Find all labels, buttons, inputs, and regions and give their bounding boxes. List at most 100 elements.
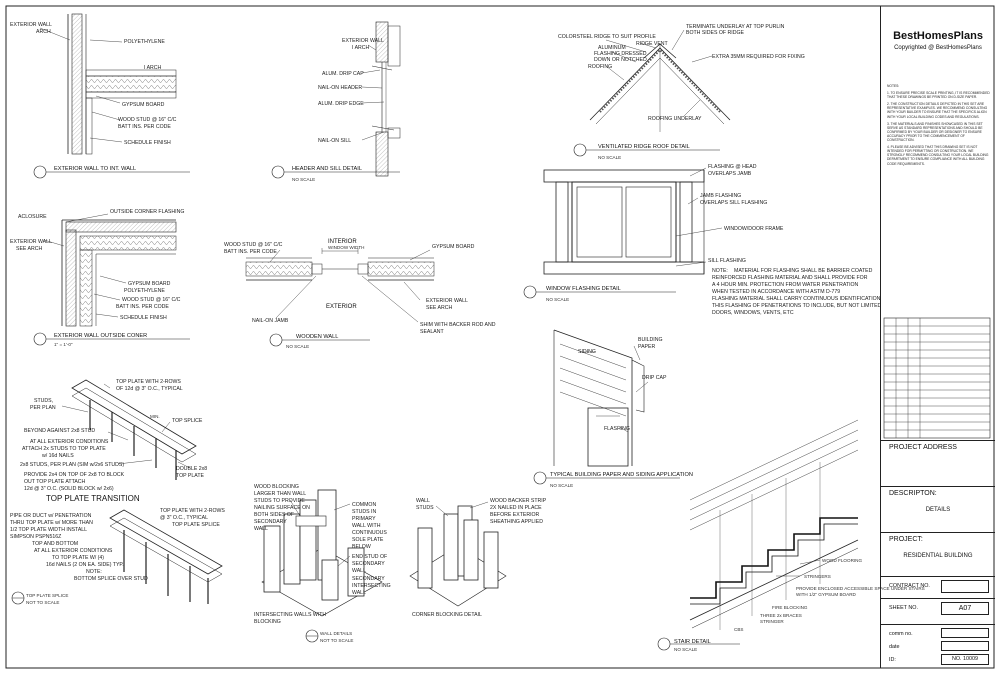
- date-label: date: [889, 644, 900, 650]
- contract-label: CONTRACT NO.: [889, 583, 930, 589]
- siding-label-1: PAPER: [638, 344, 655, 350]
- window-note-5: THIS FLASHING OF PENETRATIONS TO INCLUDE…: [712, 303, 882, 309]
- sheet-section: SHEET NO. A07: [881, 598, 995, 623]
- sheet-number: A07: [941, 602, 989, 615]
- header-label-3: NAIL-ON HEADER: [318, 85, 362, 91]
- corner-label-5: POLYETHYLENE: [124, 288, 165, 294]
- general-notes: NOTES: 1. TO ENSURE PRECISE SCALE PRINTI…: [887, 84, 991, 169]
- window-note-6: DOORS, WINDOWS, VENTS, ETC: [712, 310, 794, 316]
- title-block: BestHomesPlans Copyrighted @ BestHomesPl…: [880, 6, 995, 668]
- inter-label-5: SECONDARY: [254, 519, 287, 525]
- note-3: 3. THE MATERIALS AND FINISHES SHOWCASED …: [887, 121, 983, 143]
- inter-label-10: WALL WITH: [352, 523, 381, 529]
- header-label-4: ALUM. DRIP EDGE: [318, 101, 364, 107]
- detail-wooden-wall: INTERIOR WINDOW WIDTH GYPSUM BOARD WOOD …: [224, 239, 496, 349]
- plate-label-18: 1/2 TOP PLATE WIDTH INSTALL: [10, 527, 87, 533]
- plate-label-15: 12d @ 3" O.C. (SOLID BLOCK w/ 2x6): [24, 486, 114, 492]
- ridge-scale: NO SCALE: [598, 155, 621, 160]
- plate-label-3: PER PLAN: [30, 405, 56, 411]
- corner-label-4: GYPSUM BOARD: [128, 281, 171, 287]
- inter-label-17: SECONDARY: [352, 576, 385, 582]
- project-address-label: PROJECT ADDRESS: [889, 444, 957, 451]
- siding-label-3: DRIP CAP: [642, 375, 667, 381]
- ext-int-label-1: ARCH: [36, 29, 51, 35]
- window-label-0: FLASHING @ HEAD: [708, 164, 757, 170]
- wooden-label-9: SHIM WITH BACKER ROD AND: [420, 322, 496, 328]
- corner-label-0: ACLOSURE: [18, 214, 47, 220]
- project-value: RESIDENTIAL BUILDING: [903, 553, 973, 559]
- cblock-title: CORNER BLOCKING DETAIL: [412, 612, 482, 618]
- plate-label-0: TOP PLATE WITH 2-ROWS: [116, 379, 181, 385]
- ridge-label-6: TERMINATE UNDERLAY AT TOP PURLIN: [686, 24, 785, 30]
- cblock-label-3: 2X NAILED IN PLACE: [490, 505, 542, 511]
- detail-ext-int-wall: EXTERIOR WALL ARCH POLYETHYLENE I ARCH G…: [10, 13, 190, 179]
- inter-label-16: WALL: [352, 568, 366, 574]
- cblock-label-0: WALL: [416, 498, 430, 504]
- comm-box: [941, 628, 989, 638]
- id-label: ID:: [889, 657, 896, 663]
- stair-label-6: STRINGER: [760, 619, 784, 624]
- detail-top-plate: TOP PLATE WITH 2-ROWS OF 12d @ 3" O.C., …: [10, 379, 225, 605]
- ext-int-label-7: SCHEDULE FINISH: [124, 140, 171, 146]
- ext-int-label-4: GYPSUM BOARD: [122, 102, 165, 108]
- ridge-label-5: ROOFING: [588, 64, 612, 70]
- project-label: PROJECT:: [889, 536, 923, 543]
- inter-label-8: STUDS IN: [352, 509, 376, 515]
- siding-label-0: BUILDING: [638, 337, 663, 343]
- detail-window-flashing: FLASHING @ HEAD OVERLAPS JAMB JAMB FLASH…: [523, 164, 882, 316]
- wooden-scale: NO SCALE: [286, 344, 309, 349]
- plate-label-26: 16d NAILS (2 ON EA. SIDE) TYP.: [46, 562, 124, 568]
- siding-label-2: SIDING: [578, 349, 596, 355]
- contract-box: [941, 580, 989, 593]
- plate-label-12: TOP PLATE: [176, 473, 205, 479]
- id-value: NO. 10009: [941, 654, 989, 665]
- inter-label-13: BELOW: [352, 544, 371, 550]
- header-label-0: EXTERIOR WALL: [342, 38, 384, 44]
- corner-title: EXTERIOR WALL OUTSIDE CONER: [54, 333, 147, 339]
- corner-label-8: SCHEDULE FINISH: [120, 315, 167, 321]
- inter-title-2: BLOCKING: [254, 619, 281, 625]
- cblock-label-5: SHEATHING APPLIED: [490, 519, 543, 525]
- project-address-section: PROJECT ADDRESS: [881, 440, 995, 487]
- copyright-text: Copyrighted @ BestHomesPlans: [894, 45, 982, 51]
- detail-siding: BUILDING PAPER SIDING DRIP CAP FLASHING …: [533, 329, 693, 488]
- ridge-label-4: DOWN OR NOTCHED: [594, 57, 647, 63]
- ext-int-label-0: EXTERIOR WALL: [10, 22, 52, 28]
- cblock-label-1: STUDS: [416, 505, 434, 511]
- inter-label-18: INTERSECTING: [352, 583, 391, 589]
- stair-label-4: FIRE BLOCKING: [772, 605, 808, 610]
- detail-corner-blocking: WALL STUDS WOOD BACKER STRIP 2X NAILED I…: [305, 498, 547, 643]
- stair-label-2: PROVIDE ENCLOSED ACCESSIBLE SPACE UNDER …: [796, 586, 925, 591]
- wooden-label-7: SEE ARCH: [426, 305, 452, 311]
- wooden-label-4: BATT INS. PER CODE: [224, 249, 277, 255]
- detail-stair: WOOD FLOORING STRINGERS PROVIDE ENCLOSED…: [657, 419, 925, 652]
- siding-label-4: FLASHING: [604, 426, 630, 432]
- ridge-label-8: EXTRA 35MM REQUIRED FOR FIXING: [712, 54, 805, 60]
- sheet-label: SHEET NO.: [889, 605, 918, 611]
- plate-label-27: NOTE:: [86, 569, 102, 575]
- inter-label-11: CONTINUOUS: [352, 530, 387, 536]
- window-note-1: REINFORCED FLASHING MATERIAL AND SHALL P…: [712, 275, 868, 281]
- window-label-1: OVERLAPS JAMB: [708, 171, 752, 177]
- inter-label-3: NAILING SURFACE ON: [254, 505, 310, 511]
- plate-label-14: OUT TOP PLATE ATTACH: [24, 479, 86, 485]
- inter-label-6: WALL: [254, 526, 268, 532]
- window-note-0: MATERIAL FOR FLASHING SHALL BE BARRIER C…: [734, 268, 873, 274]
- ext-int-title: EXTERIOR WALL TO INT. WALL: [54, 166, 136, 172]
- cblock-label-2: WOOD BACKER STRIP: [490, 498, 547, 504]
- plate-title: TOP PLATE SPLICE: [26, 593, 68, 598]
- comm-section: comm no. date ID: NO. 10009: [881, 624, 995, 669]
- ext-int-label-6: BATT INS. PER CODE: [118, 124, 171, 130]
- wall-details-title: WALL DETAILS: [320, 631, 352, 636]
- plate-label-17: THRU TOP PLATE w/ MORE THAN: [10, 520, 93, 526]
- plate-label-1: OF 12d @ 3" O.C., TYPICAL: [116, 386, 183, 392]
- corner-scale: 1" = 1'-0": [54, 342, 73, 347]
- window-note-heading: NOTE:: [712, 268, 728, 274]
- inter-label-7: COMMON: [352, 502, 376, 508]
- stair-title: STAIR DETAIL: [674, 639, 711, 645]
- stair-label-5: THREE 2x BRACES: [760, 613, 802, 618]
- plate-heading: TOP PLATE TRANSITION: [46, 494, 140, 503]
- window-scale: NO SCALE: [546, 297, 569, 302]
- inter-label-19: WALL: [352, 590, 366, 596]
